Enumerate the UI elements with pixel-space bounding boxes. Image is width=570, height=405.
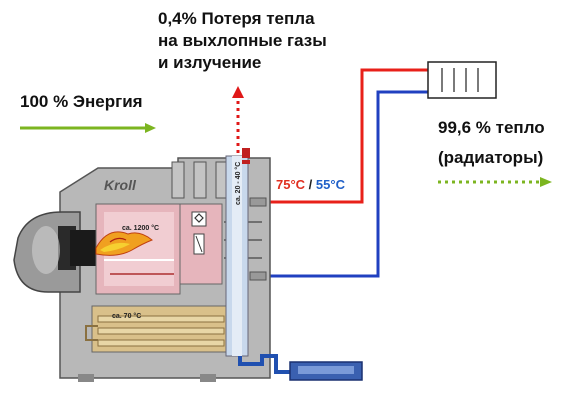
heat-output-arrow xyxy=(438,177,552,187)
flame-icon xyxy=(95,231,153,256)
energy-input-label: 100 % Энергия xyxy=(20,92,143,111)
return-connector xyxy=(249,271,267,281)
brand-label: Kroll xyxy=(104,177,137,193)
heat-loss-text: 0,4% Потеря тепла на выхлопные газы и из… xyxy=(158,8,327,74)
supply-pipe xyxy=(262,68,430,204)
return-pipe xyxy=(262,90,430,278)
flame-temp-label: ca. 1200 °C xyxy=(122,224,159,232)
heat-output-label: 99,6 % тепло xyxy=(438,118,545,137)
radiators-label: (радиаторы) xyxy=(438,148,544,167)
flue-column xyxy=(225,148,250,357)
temp-separator: / xyxy=(308,177,313,192)
supply-temp: 75°C xyxy=(276,177,306,192)
loss-arrow xyxy=(232,86,244,160)
heat-loss-line-2: на выхлопные газы xyxy=(158,31,327,50)
heat-loss-line-3: и излучение xyxy=(158,53,262,72)
energy-arrow xyxy=(20,123,156,133)
supply-connector xyxy=(249,197,267,207)
flue-temp-label: ca. 20 - 40 °C xyxy=(234,162,242,205)
water-jacket xyxy=(85,305,231,353)
return-temp: 55°C xyxy=(315,177,345,192)
supply-return-temps: 75°C / 55°C xyxy=(276,177,345,192)
heat-loss-line-1: 0,4% Потеря тепла xyxy=(158,9,315,28)
heat-exchanger xyxy=(179,203,262,285)
burner-unit xyxy=(13,211,100,293)
water-temp-label: ca. 70 °C xyxy=(112,312,141,320)
radiator-icon xyxy=(427,61,497,99)
condensate-drain xyxy=(238,354,363,381)
